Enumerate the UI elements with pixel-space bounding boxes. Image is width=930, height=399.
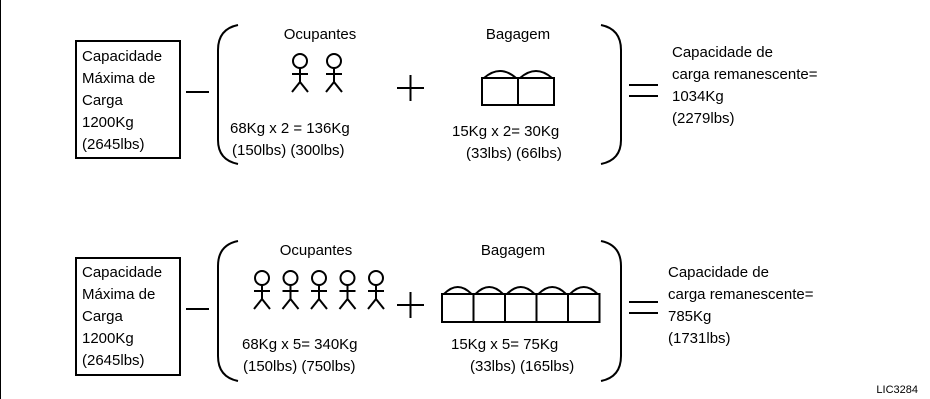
person-icon: [291, 53, 309, 93]
occupants-calc-lbs: (150lbs) (750lbs): [243, 358, 356, 375]
result-line: Capacidade de: [668, 264, 769, 281]
right-bracket: [600, 24, 622, 165]
result-line: (2279lbs): [672, 110, 735, 127]
capacity-box: [75, 257, 181, 376]
person-icon: [325, 53, 343, 93]
result-line: carga remanescente=: [672, 66, 818, 83]
result-line: 1034Kg: [672, 88, 724, 105]
luggage-icon: [535, 286, 569, 323]
occupants-calc-lbs: (150lbs) (300lbs): [232, 142, 345, 159]
example-1: Capacidade Máxima de Carga 1200Kg (2645l…: [75, 24, 818, 165]
luggage-bags: [441, 286, 601, 323]
occupants-title: Ocupantes: [284, 26, 357, 43]
capacity-line: (2645lbs): [82, 352, 145, 369]
luggage-calc-lbs: (33lbs) (66lbs): [466, 145, 562, 162]
person-icon: [338, 270, 357, 310]
person-icon: [310, 270, 328, 310]
occupants-figures: [291, 53, 343, 93]
result-line: Capacidade de: [672, 44, 773, 61]
capacity-line: Máxima de: [82, 286, 155, 303]
occupants-calc: 68Kg x 2 = 136Kg: [230, 120, 350, 137]
capacity-line: Máxima de: [82, 70, 155, 87]
result-line: 785Kg: [668, 308, 711, 325]
occupants-calc: 68Kg x 5= 340Kg: [242, 336, 358, 353]
luggage-icon: [472, 286, 506, 323]
result-line: carga remanescente=: [668, 286, 814, 303]
capacity-line: (2645lbs): [82, 136, 145, 153]
capacity-line: Carga: [82, 92, 124, 109]
capacity-line: Capacidade: [82, 48, 162, 65]
luggage-calc-lbs: (33lbs) (165lbs): [470, 358, 574, 375]
result-line: (1731lbs): [668, 330, 731, 347]
luggage-title: Bagagem: [481, 242, 545, 259]
right-bracket: [600, 240, 622, 382]
luggage-calc: 15Kg x 2= 30Kg: [452, 123, 559, 140]
luggage-icon: [441, 286, 475, 323]
luggage-calc: 15Kg x 5= 75Kg: [451, 336, 558, 353]
capacity-line: 1200Kg: [82, 330, 134, 347]
luggage-icon: [481, 70, 519, 106]
capacity-line: Capacidade: [82, 264, 162, 281]
person-icon: [253, 270, 271, 310]
figure-reference: LIC3284: [876, 384, 918, 396]
person-icon: [367, 270, 385, 310]
capacity-line: 1200Kg: [82, 114, 134, 131]
occupants-title: Ocupantes: [280, 242, 353, 259]
example-2: Capacidade Máxima de Carga 1200Kg (2645l…: [75, 240, 814, 382]
luggage-icon: [504, 286, 538, 323]
luggage-title: Bagagem: [486, 26, 550, 43]
capacity-box: [75, 40, 181, 159]
luggage-icon: [567, 286, 601, 323]
left-bracket: [217, 24, 239, 165]
luggage-bags: [481, 70, 555, 106]
person-icon: [281, 270, 300, 310]
left-bracket: [217, 240, 239, 382]
capacity-line: Carga: [82, 308, 124, 325]
luggage-icon: [517, 70, 555, 106]
occupants-figures: [253, 270, 385, 310]
